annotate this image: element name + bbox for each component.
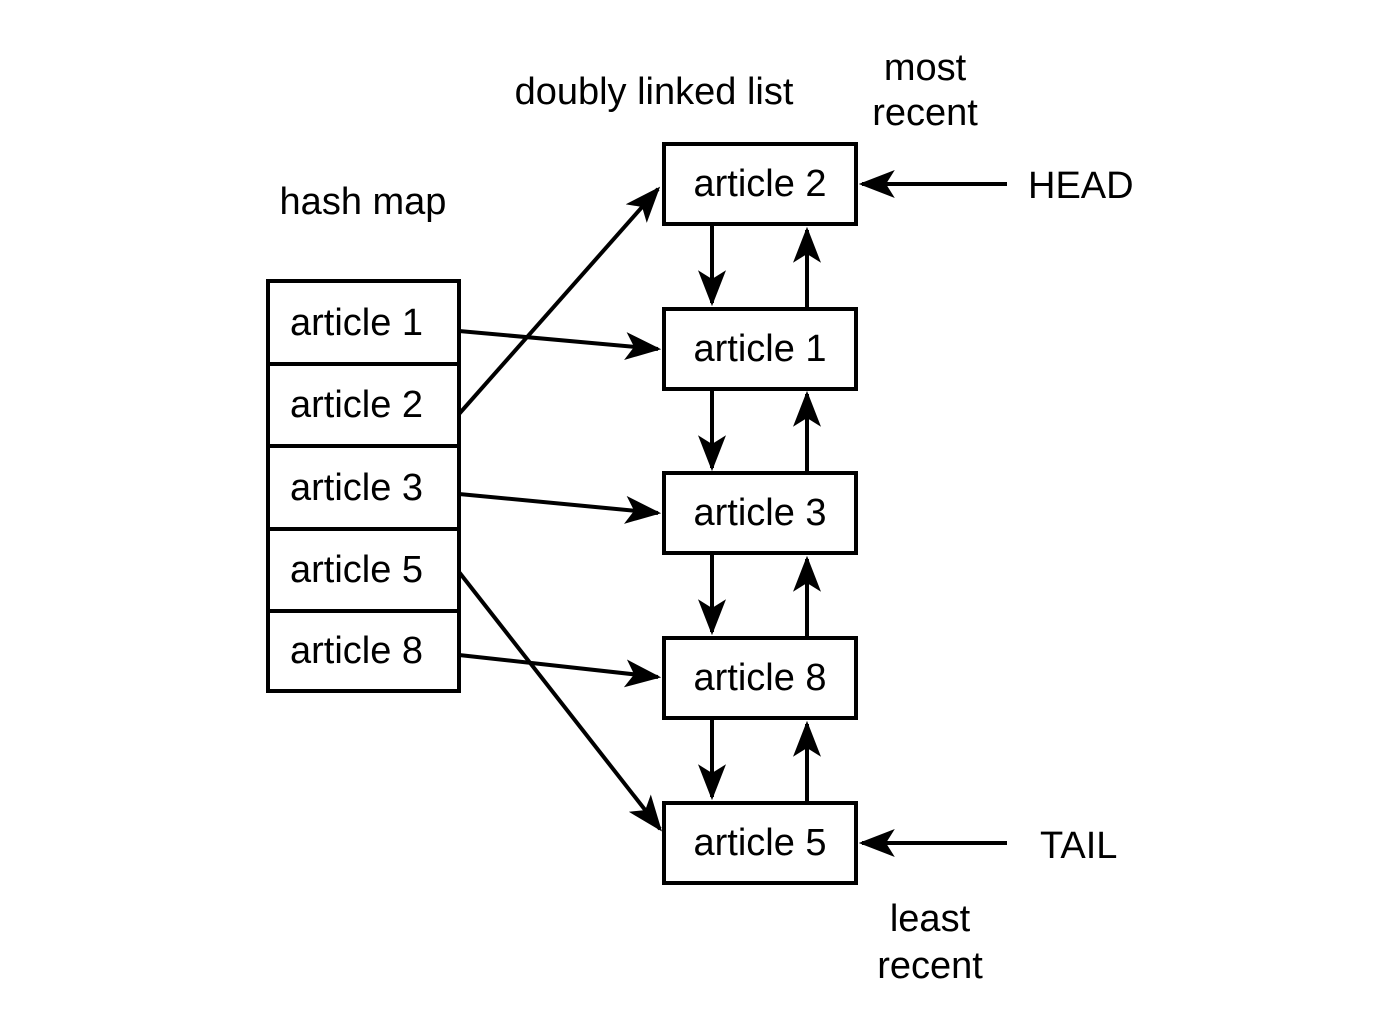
mapping-arrow-article-3	[458, 492, 662, 524]
mapping-arrow-article-1	[458, 329, 662, 360]
list-node-label: article 1	[693, 328, 827, 370]
hash-map-row-article-1[interactable]: article 1	[268, 281, 459, 364]
least-recent-label-line1: least	[889, 898, 971, 940]
node-box-article-5	[662, 801, 858, 885]
hash-map-row-label: article 2	[290, 384, 424, 426]
list-node-label: article 3	[693, 492, 827, 534]
hash-map-row-article-3[interactable]: article 3	[268, 446, 459, 529]
hash-map-row-article-2[interactable]: article 2	[268, 364, 459, 446]
list-node-label: article 5	[693, 822, 827, 864]
least-recent-label-line2: recent	[877, 945, 983, 987]
mapping-arrow-article-5	[457, 570, 662, 832]
hash-map-mapping-arrows	[457, 186, 662, 832]
head-pointer-label: HEAD	[1028, 165, 1134, 207]
mapping-arrow-article-8	[458, 653, 662, 688]
list-node-label: article 8	[693, 657, 827, 699]
node-box-article-2	[662, 142, 858, 226]
hash-map-row-label: article 5	[290, 549, 424, 591]
hash-map-row-label: article 3	[290, 466, 424, 509]
most-recent-label-line1: most	[883, 47, 967, 89]
list-node-label: article 2	[693, 163, 827, 205]
hash-map-row-label: article 1	[290, 301, 424, 344]
linked-list-boxes	[662, 142, 858, 885]
list-node-article-1[interactable]: article 1	[664, 309, 856, 389]
linked-list-title: doubly linked list	[514, 71, 794, 113]
list-node-article-3[interactable]: article 3	[664, 473, 856, 553]
hash-map-row-article-8[interactable]: article 8	[268, 611, 459, 691]
list-node-article-8[interactable]: article 8	[664, 638, 856, 718]
tail-pointer-label: TAIL	[1040, 825, 1118, 867]
hash-map-row-article-5[interactable]: article 5	[268, 529, 459, 611]
node-box-article-8	[662, 636, 858, 720]
head-tail-arrows	[858, 170, 1007, 857]
most-recent-label-line2: recent	[872, 92, 978, 134]
hash-map-title: hash map	[279, 181, 447, 223]
list-node-article-5[interactable]: article 5	[664, 803, 856, 883]
node-box-article-3	[662, 471, 858, 555]
node-box-article-1	[662, 307, 858, 391]
mapping-arrow-article-2	[457, 186, 661, 416]
list-node-article-2[interactable]: article 2	[664, 144, 856, 224]
hash-map-row-label: article 8	[290, 630, 424, 672]
hash-map-box	[266, 279, 461, 693]
